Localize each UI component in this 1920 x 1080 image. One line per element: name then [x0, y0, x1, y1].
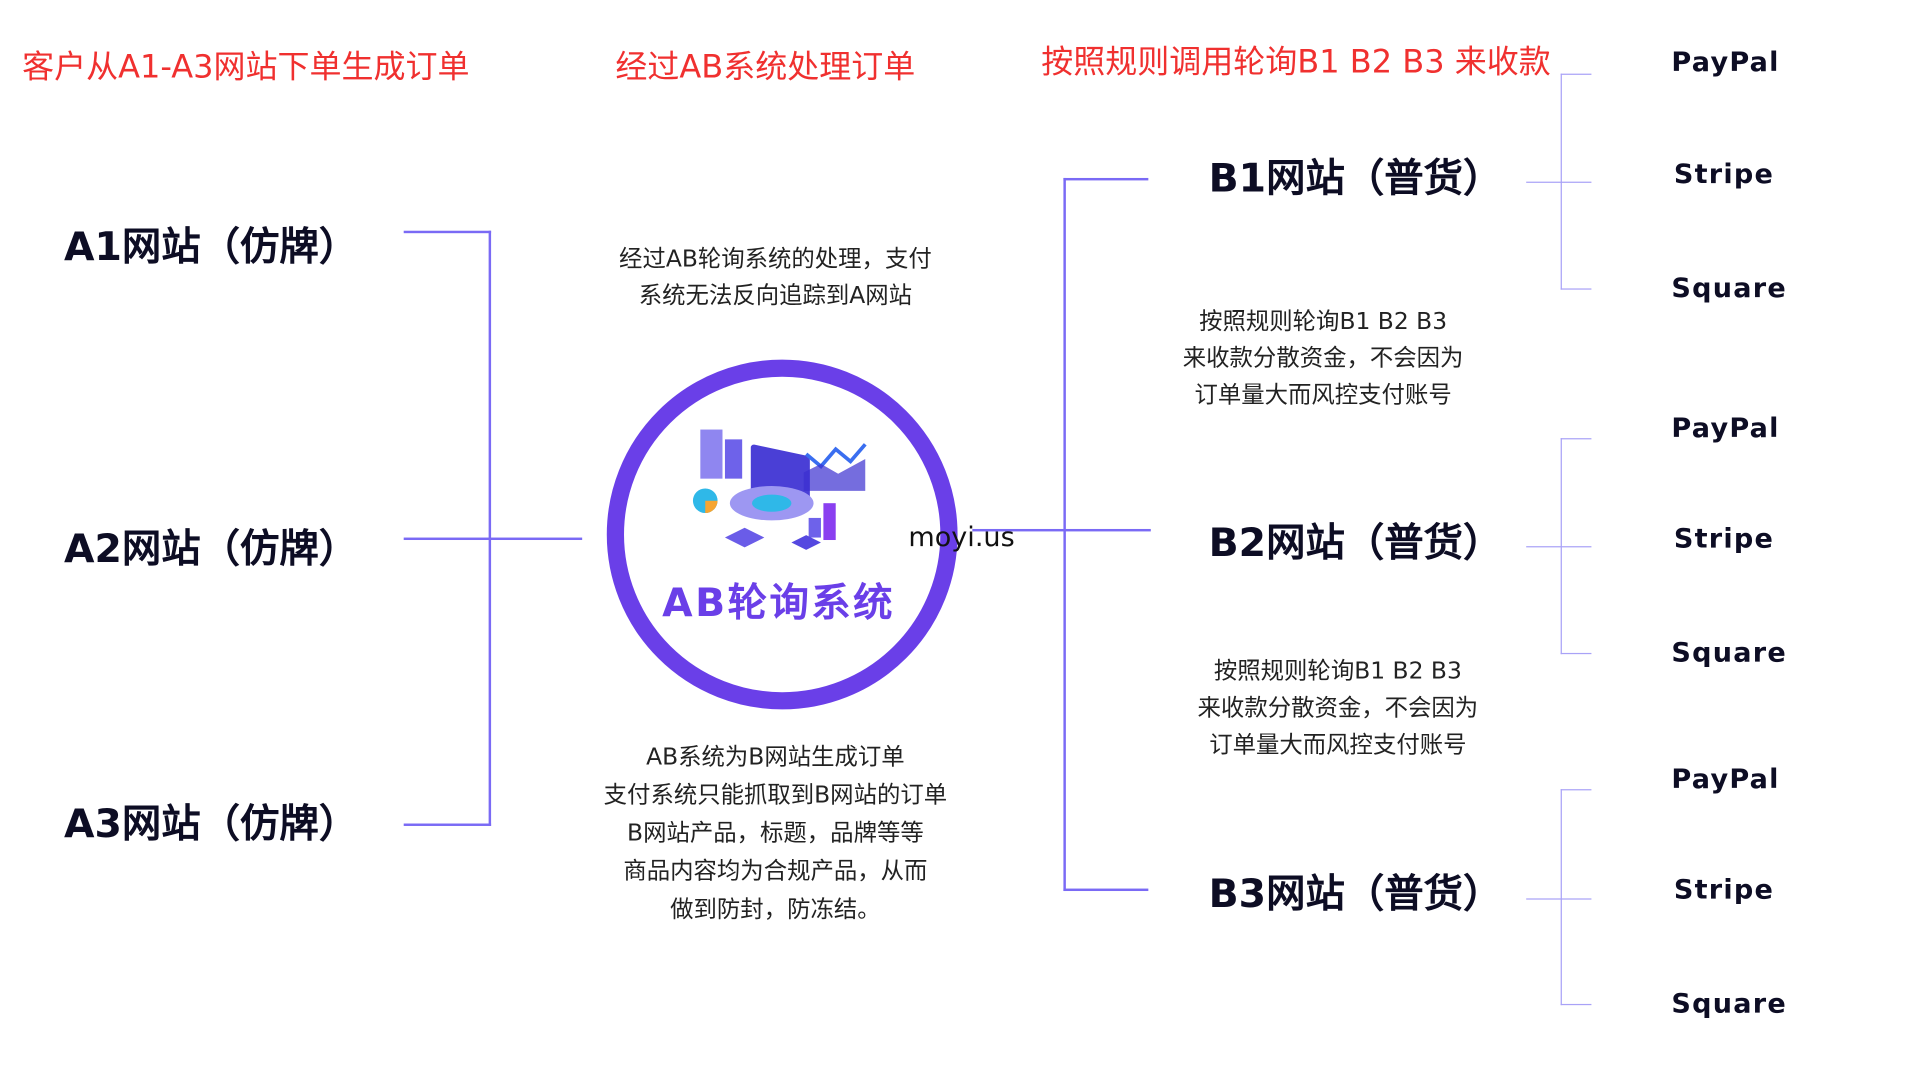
b1-paypal: PayPal: [1671, 47, 1780, 79]
b2-site: B2网站（普货）: [1208, 519, 1503, 566]
note-top: 经过AB轮询系统的处理，支付 系统无法反向追踪到A网站: [566, 241, 984, 315]
connector-b3: [1063, 888, 1149, 892]
connector-b-vertical: [1063, 177, 1066, 892]
b1-site: B1网站（普货）: [1208, 154, 1503, 202]
note-line: 按照规则轮询B1 B2 B3: [1199, 308, 1448, 336]
pay-tick: [1560, 438, 1592, 440]
b2-paypal: PayPal: [1671, 413, 1780, 445]
pay-tick: [1560, 789, 1592, 791]
pay-tick: [1560, 1003, 1592, 1006]
pay-connector-b2: [1526, 546, 1592, 548]
connector-a3: [403, 823, 492, 826]
a1-site: A1网站（仿牌）: [64, 223, 359, 271]
pay-tick: [1560, 288, 1592, 290]
pay-tick: [1560, 652, 1592, 655]
note-line: 订单量大而风控支付账号: [1194, 381, 1452, 409]
pay-bracket-b2: [1560, 438, 1562, 655]
server-dashboard-illustration-icon: [692, 429, 867, 550]
pay-bracket-b3: [1560, 789, 1562, 1006]
b2-stripe: Stripe: [1673, 524, 1775, 555]
connector-b2: [972, 528, 1151, 532]
note-line: 做到防封，防冻结。: [670, 895, 881, 923]
b3-stripe: Stripe: [1673, 875, 1775, 906]
b1-stripe: Stripe: [1673, 159, 1775, 191]
a3-site: A3网站（仿牌）: [64, 800, 359, 847]
a2-site: A2网站（仿牌）: [64, 525, 359, 572]
note-line: 按照规则轮询B1 B2 B3: [1213, 657, 1462, 685]
note-line: 订单量大而风控支付账号: [1209, 731, 1467, 759]
b3-site: B3网站（普货）: [1208, 870, 1503, 917]
note-line: 来收款分散资金，不会因为: [1197, 694, 1479, 722]
note-line: B网站产品，标题，品牌等等: [627, 819, 924, 847]
ab-system-title: AB轮询系统: [662, 579, 896, 626]
b3-paypal: PayPal: [1671, 764, 1780, 796]
heading-middle: 经过AB系统处理订单: [615, 49, 916, 86]
heading-right: 按照规则调用轮询B1 B2 B3 来收款: [1041, 44, 1551, 82]
connector-a-vertical: [488, 230, 492, 826]
watermark: moyi.us: [908, 522, 1015, 554]
note-line: 商品内容均为合规产品，从而: [623, 857, 928, 885]
b-note-1: 按照规则轮询B1 B2 B3 来收款分散资金，不会因为 订单量大而风控支付账号: [1132, 303, 1514, 413]
note-bottom: AB系统为B网站生成订单 支付系统只能抓取到B网站的订单 B网站产品，标题，品牌…: [560, 739, 991, 929]
pay-bracket-b1: [1560, 73, 1562, 290]
pay-connector-b3: [1526, 898, 1592, 900]
note-line: 支付系统只能抓取到B网站的订单: [603, 781, 948, 809]
b3-square: Square: [1671, 989, 1787, 1020]
note-line: 来收款分散资金，不会因为: [1182, 344, 1464, 372]
note-line: 经过AB轮询系统的处理，支付: [619, 245, 932, 273]
b-note-2: 按照规则轮询B1 B2 B3 来收款分散资金，不会因为 订单量大而风控支付账号: [1147, 653, 1529, 763]
connector-a2: [403, 537, 583, 541]
pay-connector-b1: [1526, 181, 1592, 183]
b1-square: Square: [1671, 273, 1787, 305]
heading-left: 客户从A1-A3网站下单生成订单: [22, 49, 470, 86]
b2-square: Square: [1671, 638, 1787, 669]
note-line: 系统无法反向追踪到A网站: [638, 282, 913, 310]
connector-a1: [403, 230, 492, 234]
pay-tick: [1560, 73, 1592, 75]
connector-b1: [1063, 177, 1149, 181]
note-line: AB系统为B网站生成订单: [646, 743, 905, 771]
